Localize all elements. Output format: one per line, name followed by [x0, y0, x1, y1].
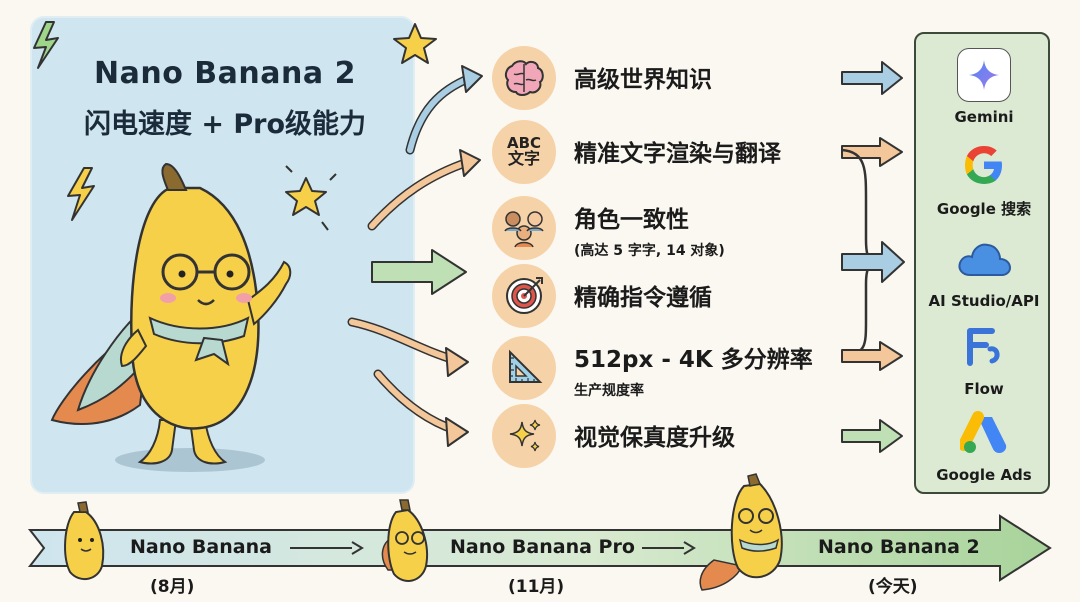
flow-arrows-left	[347, 65, 483, 447]
ruler-triangle-icon	[492, 336, 556, 400]
banana-hero-icon	[699, 473, 783, 591]
abc-text-icon: ABC 文字	[492, 120, 556, 184]
product-label: Gemini	[954, 108, 1014, 126]
feature-item: 视觉保真度升级	[492, 404, 872, 468]
product-label: Google Ads	[936, 466, 1032, 484]
feature-item: 高级世界知识	[492, 46, 872, 110]
product-google-ads[interactable]: Google Ads	[916, 406, 1052, 484]
cloud-icon	[954, 232, 1014, 286]
google-ads-icon	[957, 406, 1011, 460]
product-gemini[interactable]: Gemini	[916, 48, 1052, 126]
feature-item: 精确指令遵循	[492, 264, 872, 328]
icon-text: ABC	[506, 133, 542, 152]
google-icon	[957, 138, 1011, 192]
product-google-search[interactable]: Google 搜索	[916, 138, 1052, 219]
lightning-icon	[67, 167, 95, 221]
product-label: Google 搜索	[936, 200, 1032, 218]
feature-label: 高级世界知识	[574, 67, 712, 93]
feature-label: 精确指令遵循	[574, 285, 712, 311]
feature-label: 精准文字渲染与翻译	[574, 141, 781, 167]
feature-label: 角色一致性	[574, 207, 689, 233]
timeline-stage-label: Nano Banana 2	[818, 536, 980, 558]
gemini-icon	[957, 48, 1011, 102]
flow-icon	[957, 320, 1011, 374]
timeline-stage-date: (今天)	[868, 577, 918, 597]
product-ai-studio[interactable]: AI Studio/API	[916, 232, 1052, 310]
star-icon	[285, 165, 337, 231]
flow-arrows-right	[841, 61, 905, 453]
banana-small-icon	[64, 501, 105, 581]
banana-glasses-icon	[381, 499, 428, 582]
timeline-stage-date: (11月)	[508, 577, 565, 597]
hero-title: Nano Banana 2	[94, 56, 356, 91]
hero-subtitle: 闪电速度 + Pro级能力	[83, 109, 367, 140]
brain-icon	[492, 46, 556, 110]
feature-item: 512px - 4K 多分辨率 生产规度率	[492, 336, 872, 400]
timeline-stage-date: (8月)	[150, 577, 195, 597]
product-label: Flow	[964, 380, 1004, 398]
sparkle-icon	[492, 404, 556, 468]
feature-sublabel: 生产规度率	[574, 383, 644, 399]
icon-text: 文字	[507, 149, 540, 169]
feature-label: 视觉保真度升级	[574, 425, 735, 451]
timeline-stage-label: Nano Banana Pro	[450, 536, 635, 558]
products-panel: Gemini Google 搜索 AI Studio/API F	[914, 32, 1050, 494]
feature-item: ABC 文字 精准文字渲染与翻译	[492, 120, 872, 184]
people-icon	[492, 196, 556, 260]
product-label: AI Studio/API	[928, 292, 1040, 310]
timeline-arrow	[27, 514, 1052, 582]
feature-label: 512px - 4K 多分辨率	[574, 347, 813, 373]
star-icon	[393, 23, 437, 64]
target-icon	[492, 264, 556, 328]
banana-mascot	[50, 162, 292, 472]
lightning-icon	[33, 21, 59, 69]
product-flow[interactable]: Flow	[916, 320, 1052, 398]
timeline-stage-label: Nano Banana	[130, 536, 272, 558]
feature-sublabel: (高达 5 字字, 14 对象)	[574, 243, 725, 259]
feature-item: 角色一致性 (高达 5 字字, 14 对象)	[492, 196, 872, 260]
